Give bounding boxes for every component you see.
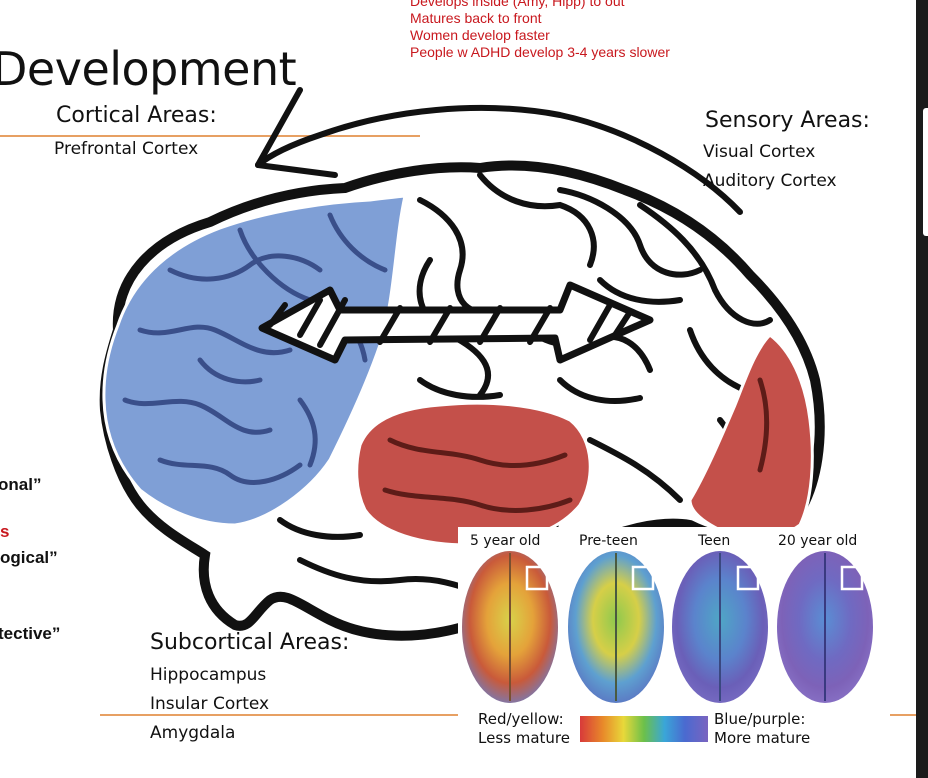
scan-20-year-old xyxy=(777,551,873,703)
curved-arrow-icon xyxy=(255,87,743,215)
brain-scans xyxy=(462,551,873,703)
divider-top xyxy=(0,135,420,137)
age-label: Teen xyxy=(698,533,731,549)
subcortical-region xyxy=(355,401,592,547)
divider-bottom-right xyxy=(890,714,916,716)
note-item: Matures back to front xyxy=(410,10,542,26)
age-label: Pre-teen xyxy=(579,533,638,549)
legend-right-line: More mature xyxy=(714,729,811,747)
temporal-gyri xyxy=(382,437,573,513)
age-label: 5 year old xyxy=(470,533,541,549)
left-fragment: tective” xyxy=(0,624,61,643)
notes-list: Develops inside (Amy, Hipp) to out Matur… xyxy=(410,0,670,61)
maturation-inset: 5 year old Pre-teen Teen 20 year old xyxy=(458,527,878,757)
scroll-handle[interactable] xyxy=(923,108,928,236)
subcortical-item: Hippocampus xyxy=(150,665,267,685)
legend-right: Blue/purple: More mature xyxy=(714,710,810,748)
scan-5-year-old xyxy=(462,551,558,703)
sensory-item: Auditory Cortex xyxy=(703,171,837,191)
window-edge xyxy=(916,0,928,778)
subcortical-item: Insular Cortex xyxy=(150,694,270,714)
legend-right-line: Blue/purple: xyxy=(714,710,806,728)
maturity-scale-bar xyxy=(580,716,708,742)
cortical-heading: Cortical Areas: xyxy=(56,103,217,128)
note-item: People w ADHD develop 3-4 years slower xyxy=(410,44,670,60)
note-item: Women develop faster xyxy=(410,27,550,43)
legend-left-line: Red/yellow: xyxy=(478,710,564,728)
note-item: Develops inside (Amy, Hipp) to out xyxy=(410,0,625,9)
divider-bottom-left xyxy=(100,714,470,716)
left-fragment: onal” xyxy=(0,475,42,494)
left-fragment: ogical” xyxy=(0,548,58,567)
legend-left-line: Less mature xyxy=(478,729,570,747)
left-fragment: s xyxy=(0,522,10,541)
development-arrow xyxy=(258,281,654,364)
subcortical-heading: Subcortical Areas: xyxy=(150,630,350,655)
age-label: 20 year old xyxy=(778,533,858,549)
subcortical-item: Amygdala xyxy=(150,723,236,743)
scan-teen xyxy=(672,551,768,703)
sensory-heading: Sensory Areas: xyxy=(705,108,870,133)
cortical-item: Prefrontal Cortex xyxy=(54,139,199,159)
scan-pre-teen xyxy=(568,551,664,703)
legend-left: Red/yellow: Less mature xyxy=(478,710,570,748)
slide-title: Development xyxy=(0,42,297,96)
prefrontal-region xyxy=(102,194,407,527)
sensory-item: Visual Cortex xyxy=(703,142,816,162)
